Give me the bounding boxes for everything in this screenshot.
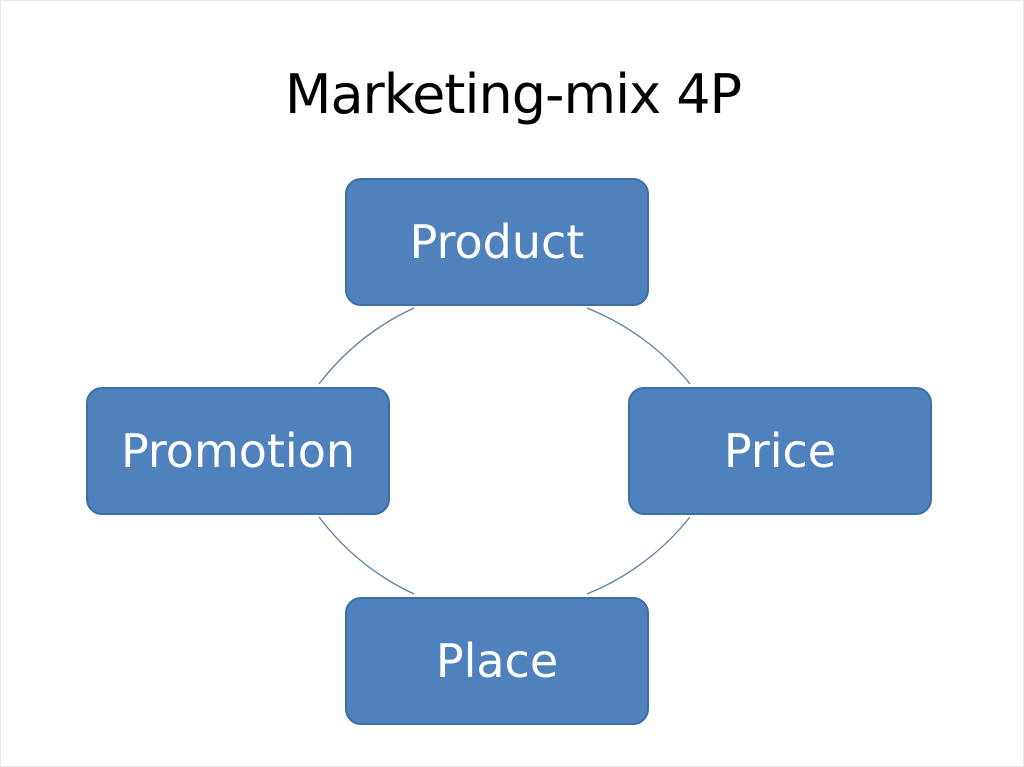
node-price: Price bbox=[628, 387, 932, 515]
slide-title: Marketing-mix 4P bbox=[284, 63, 742, 126]
arc-promotion-product bbox=[318, 307, 415, 385]
arc-price-place bbox=[586, 516, 691, 595]
arc-place-promotion bbox=[318, 516, 415, 595]
node-place: Place bbox=[345, 597, 649, 725]
node-promotion: Promotion bbox=[86, 387, 390, 515]
arc-product-price bbox=[586, 307, 691, 385]
node-product: Product bbox=[345, 178, 649, 306]
